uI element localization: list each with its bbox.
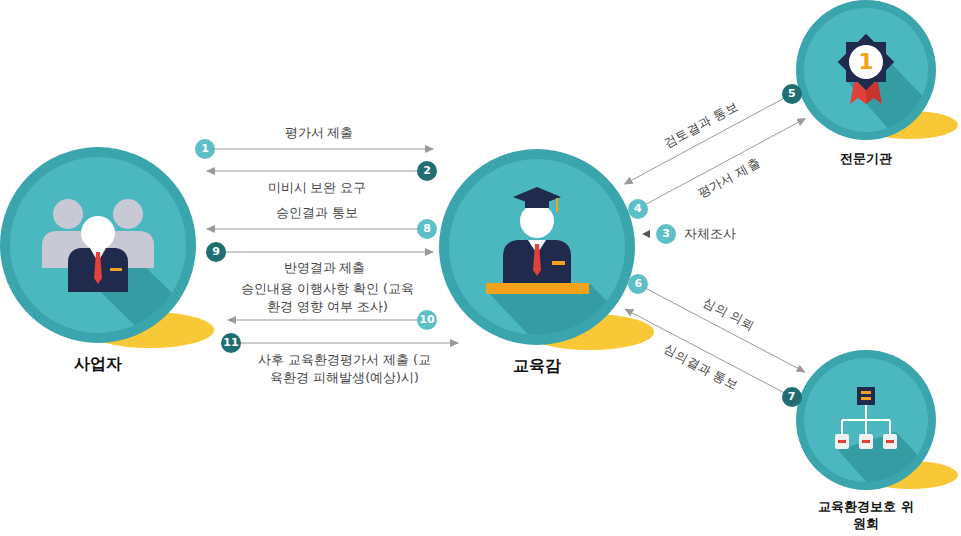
edge-label: 미비시 보완 요구 — [265, 179, 370, 197]
long-shadow — [486, 283, 690, 400]
flow-arrow — [625, 94, 792, 184]
callout-number: 2 — [417, 161, 437, 181]
flow-arrow — [216, 252, 433, 253]
node-label: 교육환경보호 위원회 — [816, 498, 916, 532]
edge-label: 반영결과 제출 — [281, 259, 369, 277]
callout-number: 10 — [417, 310, 437, 330]
educator-icon — [486, 187, 589, 294]
circle-node: 교육환경보호 위원회 — [796, 350, 936, 490]
callout-number: 7 — [782, 387, 802, 407]
callout-number: 4 — [628, 199, 648, 219]
circle-node: 교육감 — [439, 149, 635, 345]
flow-arrow — [625, 309, 792, 397]
edge-label: 승인내용 이행사항 확인 (교육환경 영향 여부 조사) — [237, 280, 418, 316]
flow-arrow — [207, 171, 427, 172]
flow-arrow — [228, 320, 427, 321]
medal-number: 1 — [858, 50, 873, 74]
flow-arrow — [638, 284, 805, 372]
org-chart-icon — [835, 387, 897, 449]
flow-arrow — [205, 149, 433, 150]
circle-ring — [796, 0, 936, 140]
callout-number: 3 — [656, 224, 676, 244]
people-icon — [42, 199, 154, 292]
edge-label: 심의 의뢰 — [697, 292, 760, 337]
callout-number: 9 — [206, 242, 226, 262]
callout-number: 8 — [417, 219, 437, 239]
edge-label: 승인결과 통보 — [273, 204, 361, 222]
node-label: 사업자 — [38, 355, 158, 372]
node-label: 전문기관 — [816, 150, 916, 167]
circle-node: 사업자 — [0, 147, 196, 343]
note-label: 자체조사 — [682, 225, 738, 243]
pointer-arrow — [642, 230, 650, 238]
edge-label: 사후 교육환경평가서 제출 (교육환경 피해발생(예상)시) — [252, 351, 438, 387]
flow-arrow — [207, 229, 427, 230]
callout-number: 5 — [782, 84, 802, 104]
edge-label: 심의결과 통보 — [658, 339, 744, 396]
flow-arrow — [231, 343, 458, 344]
medal-icon — [838, 34, 895, 104]
callout-number: 11 — [221, 333, 241, 353]
node-label: 교육감 — [477, 357, 597, 374]
circle-ring — [0, 147, 196, 343]
callout-number: 1 — [195, 139, 215, 159]
edge-label: 평가서 제출 — [282, 124, 357, 142]
edge-label: 검토결과 통보 — [658, 96, 744, 154]
callout-number: 6 — [628, 274, 648, 294]
